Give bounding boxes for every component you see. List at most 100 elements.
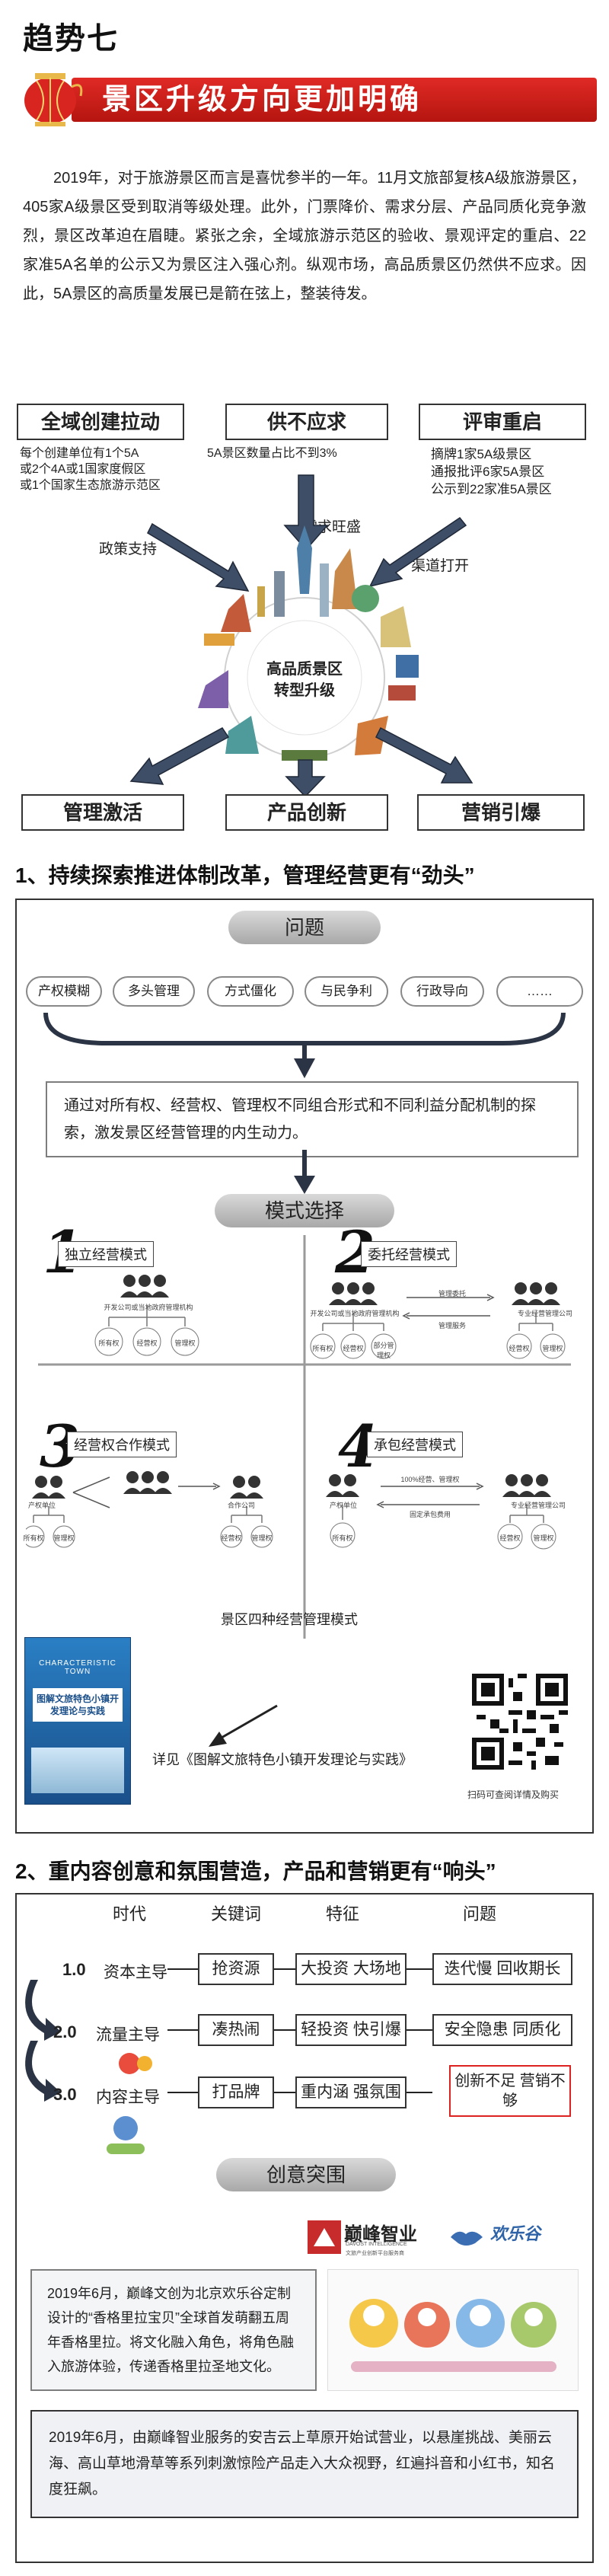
mode-3-right: 合作公司 xyxy=(227,1502,255,1509)
mode-2-arrow-1: 管理委托 xyxy=(438,1290,466,1298)
mode-1-sub: 所有权 xyxy=(98,1339,120,1347)
mode-4-right-sub: 经营权 xyxy=(499,1534,521,1542)
mode-3-label: 经营权合作模式 xyxy=(67,1432,177,1457)
problem-title: 问题 xyxy=(228,911,381,944)
col-head-feature: 特征 xyxy=(325,1904,359,1923)
era-1-number: 1.0 xyxy=(62,1960,86,1979)
label-policy: 政策支持 xyxy=(99,541,158,557)
problem-oval-6: …… xyxy=(496,976,583,1007)
logo-en: DAVOST INTELLIGENCE xyxy=(346,2242,407,2247)
logo-mark-icon xyxy=(308,2220,341,2254)
driver-1-line: 每个创建单位有1个5A xyxy=(20,447,139,460)
col-head-problem: 问题 xyxy=(462,1904,496,1923)
era-2-keyword: 凑热闹 xyxy=(198,2014,274,2046)
mode-1-people-icon xyxy=(94,1275,199,1356)
mode-3-right-sub: 经营权 xyxy=(221,1534,242,1542)
driver-box-3: 评审重启 xyxy=(419,404,586,440)
logo-sub: 文旅产业创新平台服务商 xyxy=(346,2251,404,2256)
outcome-box-2: 产品创新 xyxy=(225,794,388,831)
era-1-keyword: 抢资源 xyxy=(198,1953,274,1985)
evolution-connectors xyxy=(25,1968,432,2102)
intro-paragraph: 2019年，对于旅游景区而言是喜忧参半的一年。11月文旅部复核A级旅游景区，40… xyxy=(23,170,586,302)
mascot-image xyxy=(327,2269,579,2391)
partner-logo: 欢乐谷 xyxy=(490,2224,541,2243)
mode-2-label: 委托经营模式 xyxy=(361,1241,457,1267)
era-2-feature: 轻投资 快引爆 xyxy=(295,2014,407,2046)
era-1-problem: 迭代慢 回收期长 xyxy=(432,1953,572,1985)
mode-3-people-icon xyxy=(26,1471,273,1548)
mode-2-sub: 经营权 xyxy=(343,1345,364,1352)
title-banner: 景区升级方向更加明确 xyxy=(18,70,597,129)
mode-4-people-icon xyxy=(326,1474,556,1550)
reform-description: 通过对所有权、经营权、管理权不同组合形式和不同利益分配机制的探索，激发景区经营管… xyxy=(46,1081,579,1157)
problem-oval-2: 多头管理 xyxy=(113,976,195,1007)
problem-oval-1: 产权模糊 xyxy=(26,976,102,1007)
problem-oval-4: 与民争利 xyxy=(304,976,388,1007)
arrow-marketing-icon xyxy=(375,726,473,784)
mode-2-right: 专业经营管理公司 xyxy=(517,1310,572,1317)
evolution-arrow-icon xyxy=(25,2041,61,2102)
case-2-text: 2019年6月，由巅峰智业服务的安吉云上草原开始试营业，以悬崖挑战、美丽云海、高… xyxy=(30,2410,579,2518)
down-arrow-icon xyxy=(294,1150,315,1194)
banner-bar xyxy=(72,78,597,122)
mode-4-sub: 所有权 xyxy=(332,1534,353,1542)
era-2-number: 2.0 xyxy=(53,2022,77,2041)
outcome-box-3: 营销引爆 xyxy=(417,794,585,831)
see-more-text: 详见《图解文旅特色小镇开发理论与实践》 xyxy=(152,1752,413,1767)
problem-brace-graphics xyxy=(43,1012,566,1078)
section1-heading: 1、持续探索推进体制改革，管理经营更有“劲头” xyxy=(15,863,475,887)
handshake-icon xyxy=(451,2231,483,2246)
logo-cn: 巅峰智业 xyxy=(344,2224,417,2245)
globe-center-text: 高品质景区 转型升级 xyxy=(228,659,381,701)
era-3-problem-text: 创新不足 营销不够 xyxy=(454,2073,566,2109)
era-3-name: 内容主导 xyxy=(96,2089,160,2106)
mascot-illustration-icon xyxy=(349,2299,556,2372)
mode-quadrant-lines xyxy=(38,1235,571,1639)
mode-1-sub: 管理权 xyxy=(174,1339,196,1347)
mode-4-right: 专业经营管理公司 xyxy=(510,1502,566,1509)
mode-1-label: 独立经营模式 xyxy=(58,1241,154,1267)
mode-3-left: 产权单位 xyxy=(27,1502,56,1509)
lantern-icon xyxy=(24,73,83,126)
era-2-problem: 安全隐患 同质化 xyxy=(432,2014,572,2046)
era-1-name: 资本主导 xyxy=(104,1964,167,1981)
mode-3-sub: 管理权 xyxy=(53,1534,75,1542)
driver-1-line: 或1个国家生态旅游示范区 xyxy=(20,479,161,492)
col-head-era: 时代 xyxy=(112,1904,146,1923)
driver-2-line: 5A景区数量占比不到3% xyxy=(207,447,337,460)
mode-2-people-icon xyxy=(310,1282,566,1359)
pointer-arrow-icon xyxy=(209,1704,278,1747)
problem-oval-3: 方式僵化 xyxy=(207,976,294,1007)
mode-4-arrow-1: 100%经营、管理权 xyxy=(400,1476,460,1483)
era-3-problem: 创新不足 营销不够 xyxy=(449,2065,571,2117)
era-2-icon xyxy=(119,2053,152,2074)
trend-title: 趋势七 xyxy=(23,22,119,56)
col-head-keyword: 关键词 xyxy=(210,1904,261,1923)
landmarks-icon xyxy=(198,525,419,761)
qr-caption: 扫码可查阅详情及购买 xyxy=(467,1789,560,1800)
mode-2-sub: 所有权 xyxy=(312,1345,333,1352)
era-3-number: 3.0 xyxy=(53,2085,77,2104)
mode-2-arrow-2: 管理服务 xyxy=(438,1322,466,1329)
center-line-1: 高品质景区 xyxy=(266,661,343,678)
arrow-management-icon xyxy=(129,727,230,785)
arrow-demand-icon xyxy=(283,474,329,551)
banner-title: 景区升级方向更加明确 xyxy=(102,84,422,116)
breakthrough-title: 创意突围 xyxy=(216,2158,396,2191)
center-line-2: 转型升级 xyxy=(274,682,335,699)
mode-4-left: 产权单位 xyxy=(329,1502,357,1509)
section2-heading: 2、重内容创意和氛围营造，产品和营销更有“响头” xyxy=(15,1859,496,1883)
driver-1-line: 或2个4A或1国家度假区 xyxy=(20,463,146,476)
driver-3-detail: 摘牌1家5A级景区 通报批评6家5A景区 公示到22家准5A景区 xyxy=(431,445,552,498)
era-1-feature: 大投资 大场地 xyxy=(295,1953,407,1985)
mode-2-right-sub: 经营权 xyxy=(509,1345,530,1352)
era-3-keyword: 打品牌 xyxy=(198,2076,274,2108)
qr-code-icon[interactable] xyxy=(472,1674,568,1770)
arrow-product-icon xyxy=(285,759,326,798)
driver-2-detail: 5A景区数量占比不到3% xyxy=(207,445,337,461)
mode-2-right-sub: 管理权 xyxy=(542,1345,563,1352)
evolution-arrow-icon xyxy=(25,1980,61,2041)
mode-4-right-sub: 管理权 xyxy=(533,1534,554,1542)
book-cover-image: CHARACTERISTIC TOWN 图解文旅特色小镇开发理论与实践 xyxy=(24,1637,131,1805)
problem-oval-5: 行政导向 xyxy=(400,976,484,1007)
